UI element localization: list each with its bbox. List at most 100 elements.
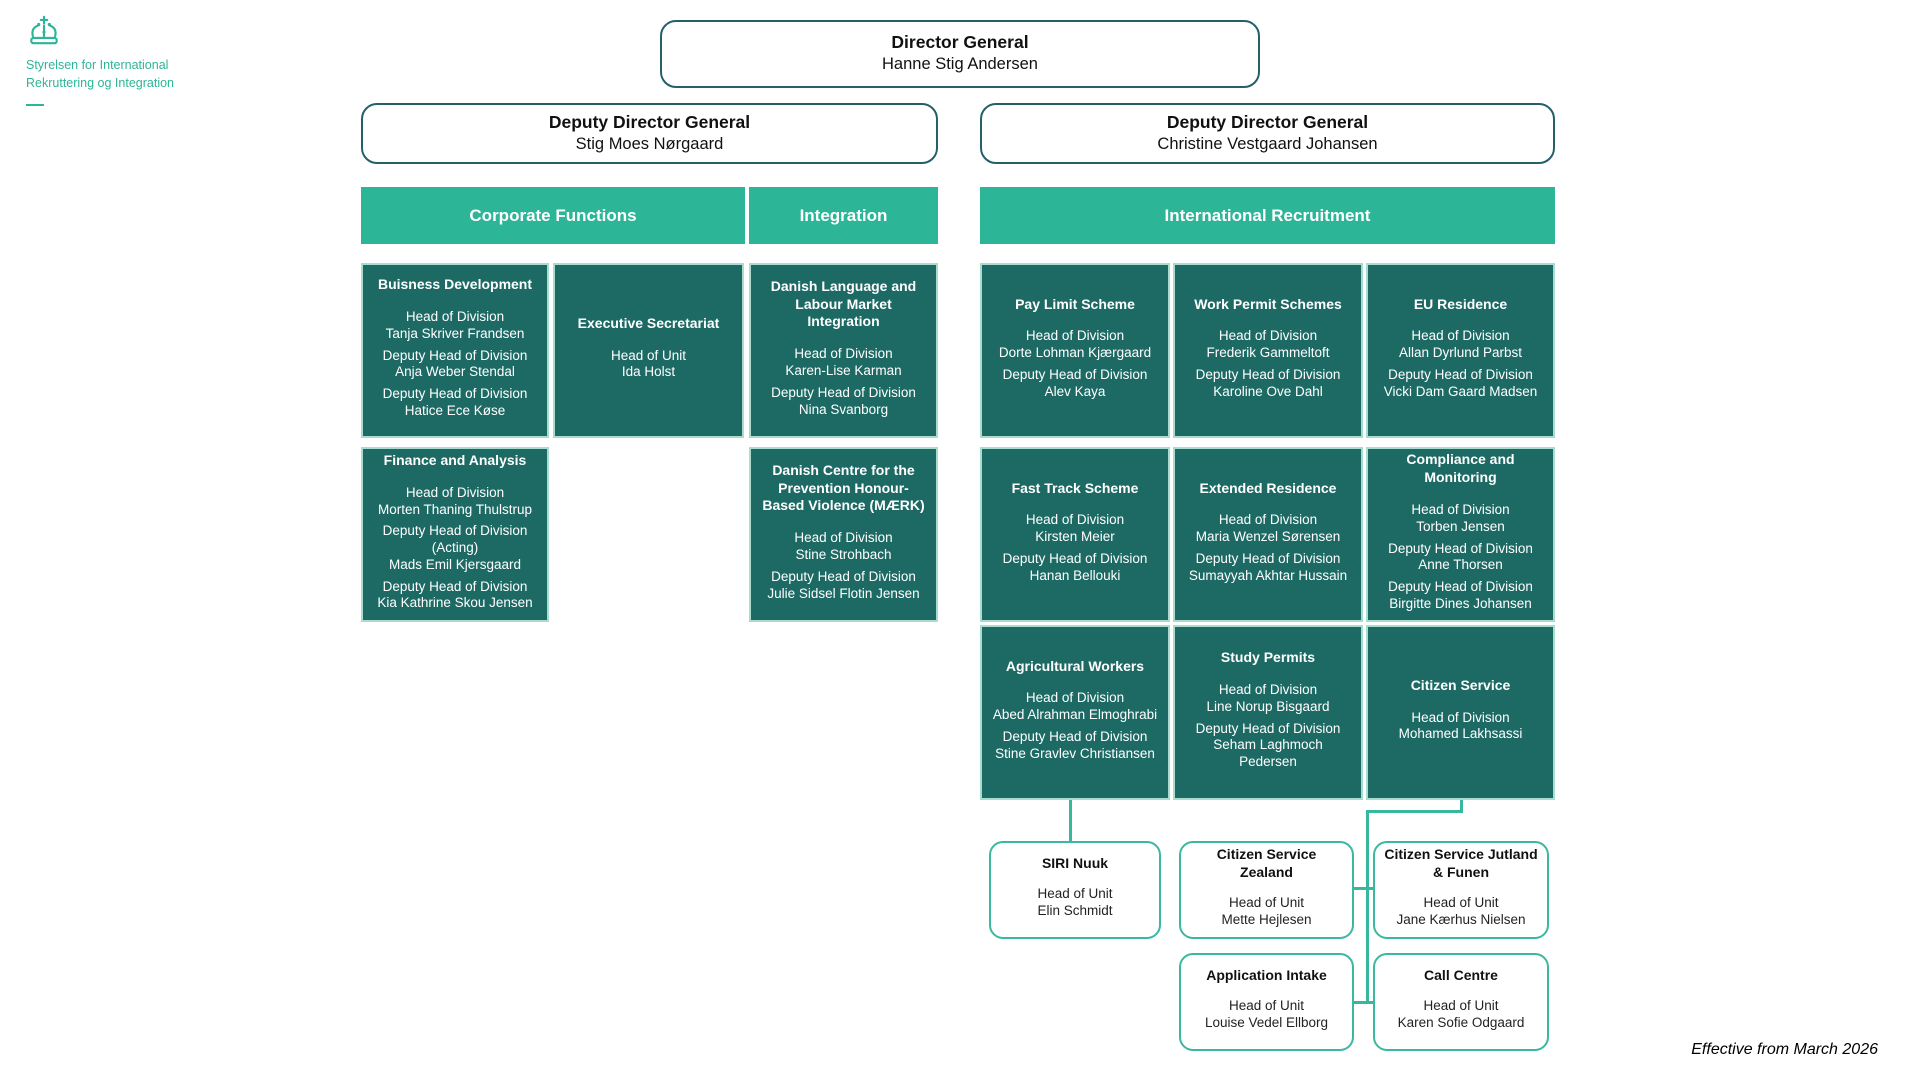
unit-title: Citizen Service Jutland & Funen xyxy=(1384,846,1538,881)
division-title: Danish Centre for the Prevention Honour-… xyxy=(762,461,925,514)
division-box-danish-language: Danish Language and Labour Market Integr… xyxy=(749,263,938,438)
deputy-director-right-box: Deputy Director General Christine Vestga… xyxy=(980,103,1555,164)
deputy-director-left-box: Deputy Director General Stig Moes Nørgaa… xyxy=(361,103,938,164)
deputy-director-right-title: Deputy Director General xyxy=(1166,111,1369,132)
role-entry: Deputy Head of Division (Acting)Mads Emi… xyxy=(382,523,528,572)
deputy-director-left-name: Stig Moes Nørgaard xyxy=(575,134,724,153)
division-title: EU Residence xyxy=(1413,295,1508,312)
logo-dash xyxy=(26,104,44,106)
division-title: Fast Track Scheme xyxy=(1011,479,1139,496)
unit-title: Citizen Service Zealand xyxy=(1216,846,1317,881)
division-title: Study Permits xyxy=(1220,649,1316,666)
division-box-maerk: Danish Centre for the Prevention Honour-… xyxy=(749,447,938,622)
connector-intake-callcentre xyxy=(1354,1001,1373,1004)
division-title: Extended Residence xyxy=(1199,479,1337,496)
deputy-director-right-name: Christine Vestgaard Johansen xyxy=(1157,134,1378,153)
division-title: Work Permit Schemes xyxy=(1194,295,1342,312)
agency-name: Styrelsen for International Rekruttering… xyxy=(26,57,206,92)
division-title: Citizen Service xyxy=(1410,676,1511,693)
unit-box-citizen-service-jutland-funen: Citizen Service Jutland & Funen Head of … xyxy=(1373,841,1549,939)
section-header-integration: Integration xyxy=(749,187,938,244)
section-header-corporate-functions: Corporate Functions xyxy=(361,187,745,244)
division-title: Danish Language and Labour Market Integr… xyxy=(770,277,917,330)
director-general-name: Hanne Stig Andersen xyxy=(882,55,1038,74)
connector-zealand-jutland xyxy=(1354,887,1373,890)
connector-citizen-service-stub xyxy=(1460,800,1463,813)
division-title: Pay Limit Scheme xyxy=(1015,295,1135,312)
division-box-compliance-monitoring: Compliance and Monitoring Head of Divisi… xyxy=(1366,447,1555,622)
division-title: Compliance and Monitoring xyxy=(1406,451,1515,486)
unit-title: Application Intake xyxy=(1206,967,1327,984)
deputy-director-left-title: Deputy Director General xyxy=(548,111,751,132)
effective-date-note: Effective from March 2026 xyxy=(1691,1041,1878,1058)
connector-citizen-service-elbow xyxy=(1366,810,1463,813)
agency-name-line1: Styrelsen for International xyxy=(26,58,169,72)
division-title: Executive Secretariat xyxy=(577,314,720,331)
agency-logo: Styrelsen for International Rekruttering… xyxy=(26,14,206,106)
unit-title: SIRI Nuuk xyxy=(1041,855,1109,872)
division-title: Agricultural Workers xyxy=(1005,657,1145,674)
director-general-title: Director General xyxy=(891,32,1029,53)
crown-icon xyxy=(26,15,62,50)
connector-units-trunk xyxy=(1366,810,1369,1004)
division-title: Finance and Analysis xyxy=(383,451,527,468)
